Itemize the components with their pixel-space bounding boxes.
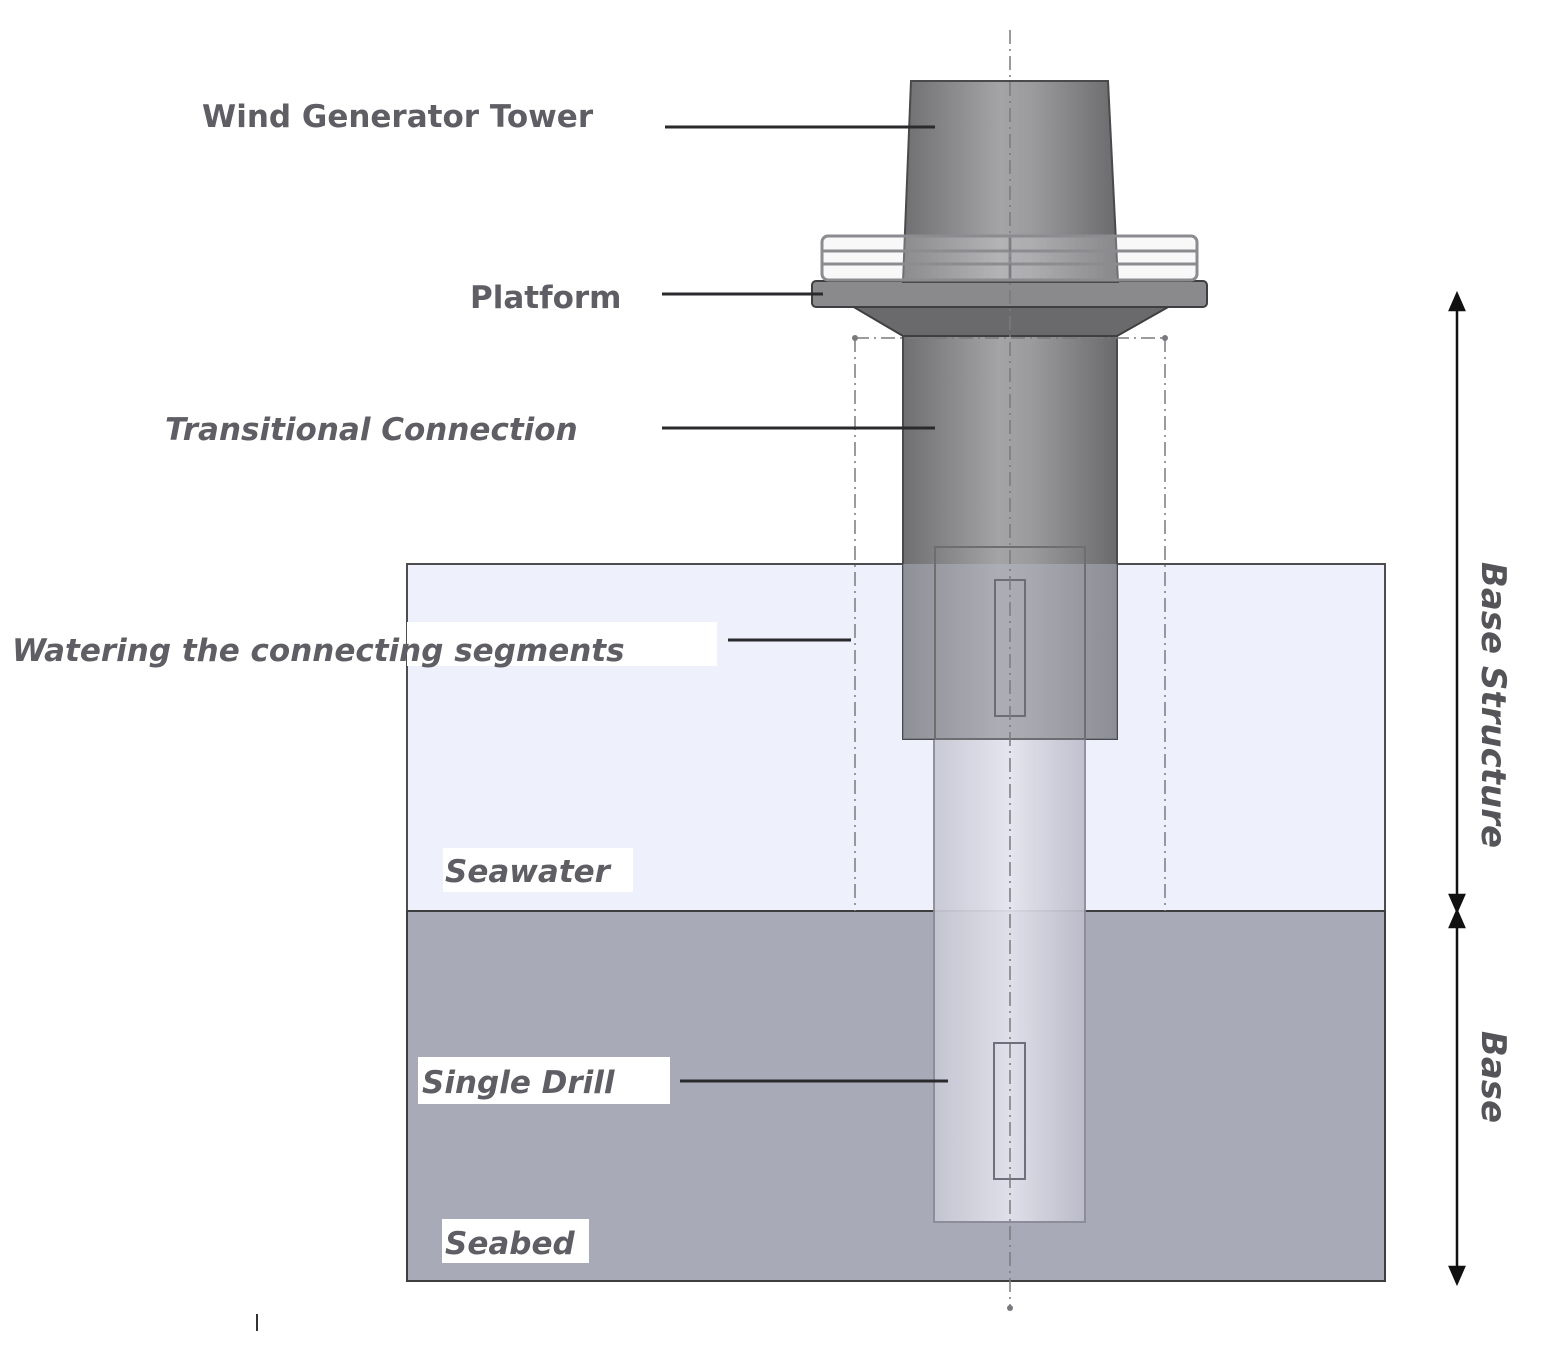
base-structure-label: Base Structure bbox=[1473, 562, 1513, 848]
transition-label: Transitional Connection bbox=[165, 412, 578, 448]
seawater-label: Seawater bbox=[445, 854, 612, 890]
guide-corner-right bbox=[1162, 335, 1168, 341]
base-label: Base bbox=[1473, 1031, 1513, 1123]
tower bbox=[901, 80, 1120, 283]
drill-label-bg bbox=[418, 1057, 670, 1104]
seabed-label-bg bbox=[442, 1219, 589, 1263]
guide-end-marker bbox=[1007, 1305, 1013, 1311]
guide-lines bbox=[854, 30, 1166, 1308]
seawater-label-bg bbox=[443, 848, 633, 892]
guide-corner-left bbox=[852, 335, 858, 341]
watering-label: Watering the connecting segments bbox=[12, 633, 625, 669]
leader-lines bbox=[662, 125, 948, 1083]
watering-label-bg bbox=[407, 622, 717, 666]
dimension-arrows bbox=[1448, 290, 1466, 1287]
seabed-label: Seabed bbox=[445, 1226, 575, 1262]
tower-label: Wind Generator Tower bbox=[202, 99, 594, 135]
platform-flare bbox=[848, 305, 1174, 337]
drill-label: Single Drill bbox=[422, 1065, 615, 1101]
platform-label: Platform bbox=[470, 280, 621, 316]
